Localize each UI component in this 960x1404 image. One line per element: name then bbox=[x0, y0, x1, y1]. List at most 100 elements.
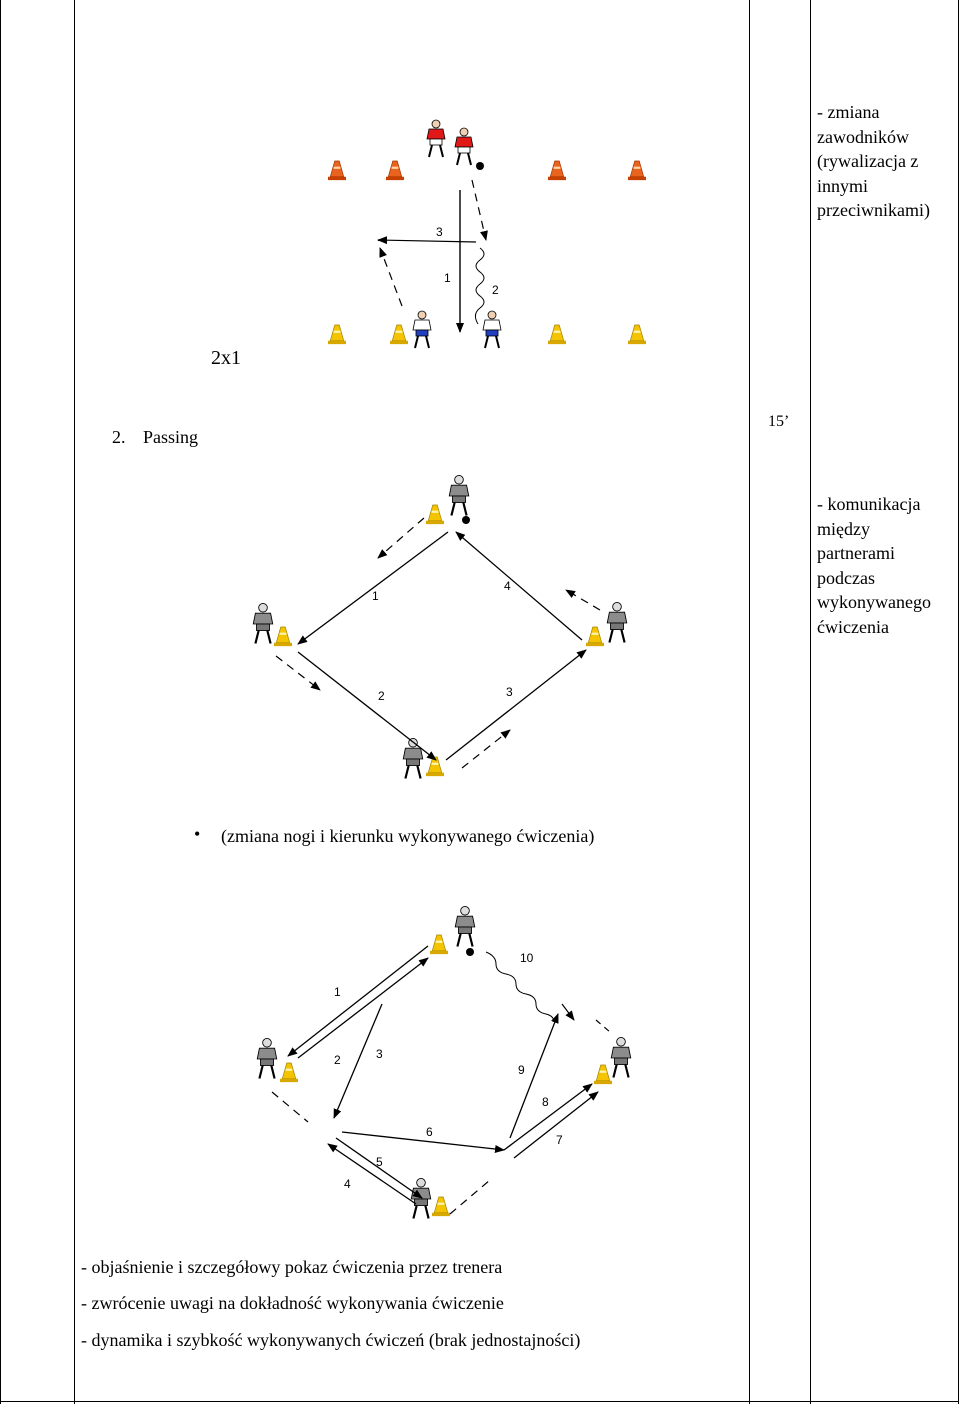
table-border-col1 bbox=[74, 0, 75, 1404]
run-arrow bbox=[565, 589, 601, 611]
player-grey-icon bbox=[606, 601, 628, 644]
diagram-label: 4 bbox=[344, 1177, 351, 1191]
ball-icon bbox=[476, 162, 484, 170]
cone-orange-icon bbox=[328, 160, 346, 181]
note-line: zawodników bbox=[817, 126, 909, 147]
player-grey-icon bbox=[410, 1177, 432, 1220]
table-border-col2 bbox=[749, 0, 750, 1404]
note-line: wykonywanego bbox=[817, 592, 931, 612]
diagram-diamond-passing: 1 4 2 3 bbox=[252, 474, 628, 780]
pass-arrow bbox=[297, 957, 429, 1059]
pass-arrow bbox=[297, 651, 437, 761]
player-grey-icon bbox=[252, 602, 274, 645]
cone-yellow-icon bbox=[390, 324, 408, 345]
player-red-icon bbox=[453, 126, 475, 167]
note-line: - komunikacja bbox=[817, 494, 921, 514]
pass-arrow bbox=[333, 1003, 383, 1119]
note-communication: - komunikacja między partnerami podczas … bbox=[817, 492, 931, 639]
diagram-label: 3 bbox=[506, 685, 513, 699]
pass-arrow bbox=[377, 236, 477, 245]
dribble-path bbox=[474, 247, 485, 325]
run-arrow bbox=[461, 729, 511, 769]
pass-arrow bbox=[335, 1137, 423, 1199]
player-grey-icon bbox=[402, 737, 424, 780]
player-blue-icon bbox=[481, 309, 503, 350]
diagram-label: 6 bbox=[426, 1125, 433, 1139]
cone-yellow-icon bbox=[430, 934, 448, 955]
run-arrow bbox=[271, 1091, 309, 1123]
diagram-direction-change: 10 1 2 3 9 8 6 7 5 4 bbox=[256, 905, 632, 1220]
player-grey-icon bbox=[256, 1037, 278, 1080]
note-line: (rywalizacja z bbox=[817, 151, 919, 171]
diagram-label: 7 bbox=[556, 1133, 563, 1147]
instruction-line: - zwrócenie uwagi na dokładność wykonywa… bbox=[81, 1293, 504, 1313]
run-arrow bbox=[471, 179, 488, 241]
pass-arrow bbox=[327, 1143, 417, 1205]
label-2x1: 2x1 bbox=[211, 347, 241, 369]
run-arrow bbox=[377, 517, 425, 559]
diagram-label: 8 bbox=[542, 1095, 549, 1109]
cone-yellow-icon bbox=[548, 324, 566, 345]
diagram-label: 2 bbox=[378, 689, 385, 703]
pass-arrow bbox=[297, 531, 449, 645]
pass-arrow bbox=[503, 1083, 593, 1151]
note-line: podczas bbox=[817, 567, 875, 588]
note-line: partnerami bbox=[817, 543, 895, 563]
bullet-text: (zmiana nogi i kierunku wykonywanego ćwi… bbox=[221, 826, 595, 846]
cone-yellow-icon bbox=[426, 504, 444, 525]
item-title: Passing bbox=[143, 427, 199, 447]
note-line: przeciwnikami) bbox=[817, 200, 930, 220]
pass-arrow bbox=[341, 1131, 505, 1153]
pass-arrow bbox=[445, 649, 587, 761]
player-red-icon bbox=[425, 118, 447, 159]
diagram-label: 3 bbox=[436, 225, 443, 239]
cone-orange-icon bbox=[386, 160, 404, 181]
diagram-label: 4 bbox=[504, 579, 511, 593]
item-number: 2. bbox=[112, 427, 126, 447]
player-blue-icon bbox=[411, 309, 433, 350]
run-arrow bbox=[275, 655, 321, 691]
diagram-label: 9 bbox=[518, 1063, 525, 1077]
diagram-label: 1 bbox=[372, 589, 379, 603]
pass-arrow bbox=[509, 1013, 559, 1139]
player-grey-icon bbox=[610, 1036, 632, 1079]
duration: 15’ bbox=[768, 413, 790, 430]
diagram-label: 2 bbox=[334, 1053, 341, 1067]
diagram-label: 10 bbox=[520, 951, 534, 965]
cone-orange-icon bbox=[548, 160, 566, 181]
bullet-icon: • bbox=[194, 824, 201, 844]
player-grey-icon bbox=[454, 905, 476, 948]
run-arrow bbox=[595, 1019, 611, 1033]
instruction-line: - objaśnienie i szczegółowy pokaz ćwicze… bbox=[81, 1257, 503, 1277]
note-line: innymi bbox=[817, 175, 869, 196]
diagram-label: 1 bbox=[444, 271, 451, 285]
note-line: między bbox=[817, 518, 870, 539]
note-rivalry: - zmiana zawodników (rywalizacja z innym… bbox=[817, 100, 930, 223]
cone-yellow-icon bbox=[594, 1064, 612, 1085]
dribble-path bbox=[485, 951, 555, 1023]
table-border-right bbox=[958, 0, 959, 1404]
cone-orange-icon bbox=[628, 160, 646, 181]
table-border-bottom bbox=[0, 1401, 959, 1402]
player-grey-icon bbox=[448, 474, 470, 517]
pass-arrow bbox=[455, 531, 583, 641]
note-line: - zmiana bbox=[817, 102, 880, 122]
table-border-col3 bbox=[810, 0, 811, 1404]
ball-icon bbox=[462, 516, 470, 524]
pass-arrow bbox=[287, 945, 429, 1057]
diagram-label: 5 bbox=[376, 1155, 383, 1169]
table-border-left bbox=[0, 0, 1, 1404]
diagram-label: 2 bbox=[492, 283, 499, 297]
run-arrow bbox=[561, 1003, 575, 1021]
run-arrow bbox=[379, 247, 403, 307]
run-arrow bbox=[449, 1179, 491, 1215]
cone-yellow-icon bbox=[280, 1062, 298, 1083]
cone-yellow-icon bbox=[274, 626, 292, 647]
note-line: ćwiczenia bbox=[817, 616, 889, 637]
diagram-label: 3 bbox=[376, 1047, 383, 1061]
instruction-line: - dynamika i szybkość wykonywanych ćwicz… bbox=[81, 1330, 581, 1350]
diagram-label: 1 bbox=[334, 985, 341, 999]
diagram-2x1: 3 1 2 bbox=[328, 118, 646, 350]
ball-icon bbox=[466, 948, 474, 956]
pass-arrow bbox=[513, 1091, 599, 1159]
